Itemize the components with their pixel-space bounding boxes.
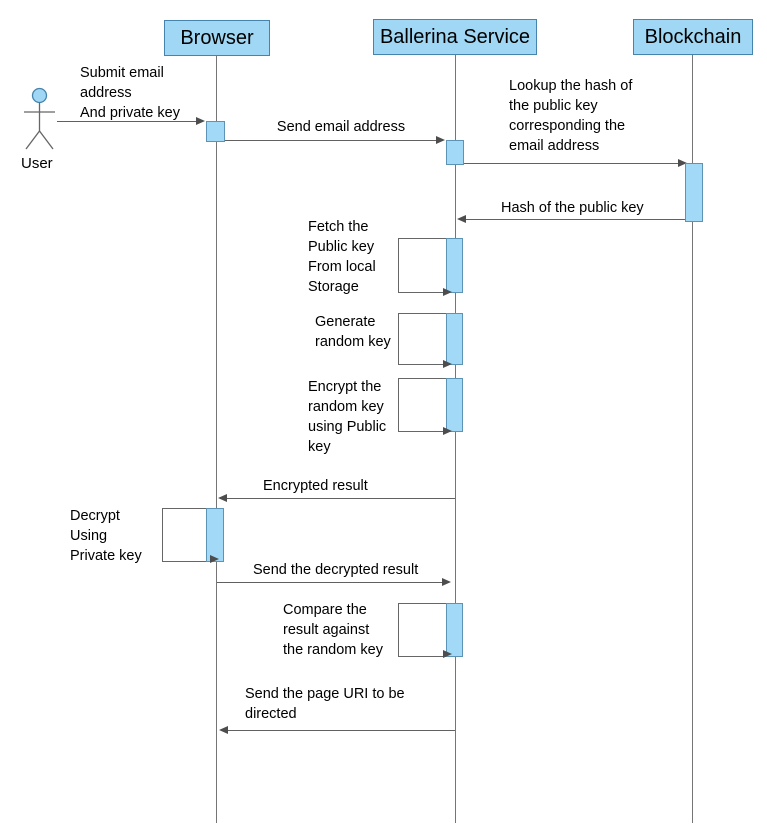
self-call-box — [398, 378, 447, 432]
message-line-send-email-address — [225, 140, 437, 141]
self-call-box — [398, 603, 447, 657]
user-actor-label: User — [21, 155, 53, 172]
message-label-lookup-hash: Lookup the hash of the public key corres… — [509, 78, 633, 154]
arrow-head-icon — [443, 288, 452, 296]
message-line-lookup-hash — [464, 163, 679, 164]
message-label-fetch-public-key: Fetch the Public key From local Storage — [308, 219, 376, 295]
participant-blockchain: Blockchain — [633, 19, 753, 55]
participant-blockchain-label: Blockchain — [644, 25, 742, 48]
activation-browser-2 — [206, 508, 224, 562]
self-call-box — [398, 238, 447, 293]
self-call-box — [162, 508, 207, 562]
activation-blockchain-1 — [685, 163, 703, 222]
message-line-send-page-uri — [221, 730, 455, 731]
message-label-encrypted-result: Encrypted result — [263, 478, 368, 494]
activation-ballerina-3 — [446, 313, 463, 365]
participant-browser-label: Browser — [180, 26, 254, 49]
message-label-send-decrypted-result: Send the decrypted result — [253, 562, 419, 578]
activation-ballerina-4 — [446, 378, 463, 432]
participant-browser: Browser — [164, 20, 270, 56]
message-label-generate-random-key: Generate random key — [315, 314, 391, 350]
arrow-head-icon — [218, 494, 227, 502]
arrow-head-icon — [436, 136, 445, 144]
message-label-submit-email: Submit email address And private key — [80, 65, 180, 121]
message-line-encrypted-result — [220, 498, 455, 499]
arrow-head-icon — [210, 555, 219, 563]
arrow-head-icon — [196, 117, 205, 125]
activation-browser-1 — [206, 121, 225, 142]
activation-ballerina-1 — [446, 140, 464, 165]
participant-ballerina-service-label: Ballerina Service — [379, 25, 531, 48]
message-label-encrypt-random-key: Encrypt the random key using Public key — [308, 379, 387, 455]
message-line-hash-of-public-key — [459, 219, 685, 220]
message-line-submit-email — [57, 121, 197, 122]
lifeline-browser — [216, 56, 217, 823]
arrow-head-icon — [457, 215, 466, 223]
message-label-decrypt-private-key: Decrypt Using Private key — [70, 508, 142, 564]
arrow-head-icon — [443, 427, 452, 435]
self-call-box — [398, 313, 447, 365]
message-label-compare-result: Compare the result against the random ke… — [283, 602, 383, 658]
message-label-send-page-uri: Send the page URI to be directed — [245, 686, 405, 722]
participant-ballerina-service: Ballerina Service — [373, 19, 537, 55]
activation-ballerina-5 — [446, 603, 463, 657]
lifeline-blockchain — [692, 55, 693, 823]
activation-ballerina-2 — [446, 238, 463, 293]
arrow-head-icon — [678, 159, 687, 167]
lifeline-ballerina — [455, 55, 456, 823]
message-label-send-email-address: Send email address — [276, 119, 406, 135]
arrow-head-icon — [442, 578, 451, 586]
arrow-head-icon — [443, 650, 452, 658]
arrow-head-icon — [219, 726, 228, 734]
user-actor-icon — [24, 87, 55, 150]
message-line-send-decrypted-result — [217, 582, 443, 583]
message-label-hash-of-public-key: Hash of the public key — [501, 200, 644, 216]
arrow-head-icon — [443, 360, 452, 368]
